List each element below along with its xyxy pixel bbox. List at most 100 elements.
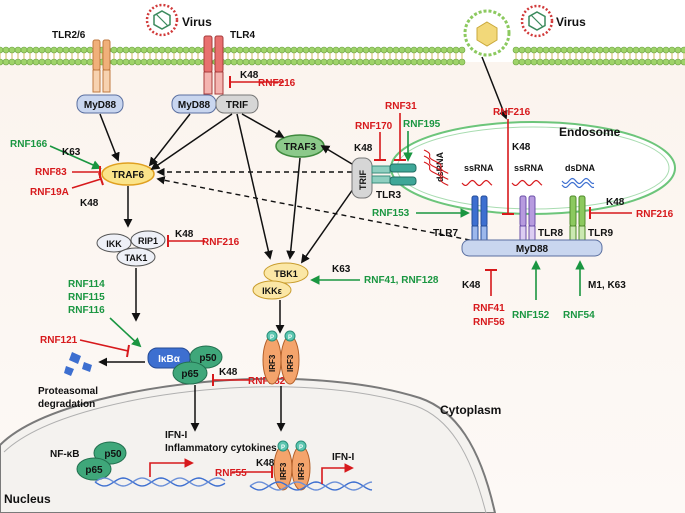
ssrna-label-a: ssRNA (464, 163, 494, 173)
myd88-endosome (461, 239, 603, 257)
nucleus-envelope (0, 377, 497, 513)
tlr26-receptor (92, 39, 111, 93)
dsdna-squiggle (561, 177, 595, 189)
ssrna-squiggle-a (461, 179, 493, 187)
ifn1-label-irf3: IFN-I (332, 452, 354, 463)
p50-node (189, 345, 223, 369)
cytoplasm-label: Cytoplasm (440, 403, 501, 417)
rip1-label: RIP1 (138, 236, 158, 246)
tlr7-label: TLR7 (433, 228, 458, 239)
tbk1-node (263, 262, 309, 284)
rnf19a: RNF19A (30, 187, 69, 198)
virus-right-label: Virus (556, 15, 586, 29)
inflammatory-cytokines-label: Inflammatory cytokines (165, 443, 277, 454)
rnf216-rip1: RNF216 (202, 237, 240, 248)
phospho-2: P (288, 335, 292, 341)
myd88-tlr4-label: MyD88 (178, 100, 211, 111)
trif-tlr4 (215, 94, 259, 114)
dsdna-label: dsDNA (565, 163, 596, 173)
rnf55: RNF55 (215, 468, 247, 479)
rnf31: RNF31 (385, 101, 417, 112)
nuclear-p65-node (76, 457, 112, 481)
rnf216-tlr4: RNF216 (258, 78, 296, 89)
rnf216-tlr9: RNF216 (636, 209, 674, 220)
k48-rip1: K48 (175, 229, 194, 240)
rnf114: RNF114 (68, 279, 105, 290)
ikba-label: IκBα (158, 354, 181, 365)
trif-tlr4-label: TRIF (226, 100, 248, 111)
p50-label: p50 (199, 353, 217, 364)
virus-left-label: Virus (182, 15, 212, 29)
trif-endosome-label: TRIF (358, 170, 368, 190)
ssrna-squiggle-b (511, 179, 543, 187)
rnf41-rnf128: RNF41, RNF128 (364, 275, 439, 286)
ssrna-label-b: ssRNA (514, 163, 544, 173)
myd88-endosome-label: MyD88 (516, 244, 549, 255)
traf3-label: TRAF3 (284, 142, 317, 153)
rnf216-endosome: RNF216 (493, 107, 531, 118)
k63-tbk1: K63 (332, 264, 351, 275)
proteasome-fragments-icon (64, 352, 92, 376)
myd88-tlr26-label: MyD88 (84, 100, 117, 111)
ikk-label: IKK (106, 239, 122, 249)
nuclear-p65-label: p65 (85, 465, 103, 476)
k48-tlr9: K48 (606, 197, 625, 208)
tlr9-label: TLR9 (588, 228, 613, 239)
ikke-node (252, 280, 292, 300)
endosome-label: Endosome (559, 125, 621, 139)
rnf54: RNF54 (563, 310, 595, 321)
m1-k63: M1, K63 (588, 280, 626, 291)
tlr9-receptor (569, 195, 586, 241)
nfkb-label: NF-κB (50, 449, 79, 460)
k48-trif-endosome: K48 (354, 143, 373, 154)
tak1-label: TAK1 (125, 253, 148, 263)
tlr8-receptor (519, 195, 536, 241)
dna-strand-irf3 (249, 481, 373, 491)
irf3-label-b: IRF3 (286, 354, 295, 372)
k48-traf6: K48 (80, 198, 99, 209)
tlr26-label: TLR2/6 (52, 30, 86, 41)
rnf182: RNF182 (248, 376, 286, 387)
dsrna-squiggle (423, 149, 449, 186)
tlr3-label: TLR3 (376, 190, 401, 201)
k48-irf3: K48 (256, 458, 275, 469)
phospho-1: P (270, 335, 274, 341)
rnf170: RNF170 (355, 121, 393, 132)
ikke-label: IKKε (262, 286, 282, 296)
nuclear-p50-label: p50 (104, 449, 122, 460)
irf3-dimer-nucleus (273, 440, 311, 491)
rnf121: RNF121 (40, 335, 78, 346)
tbk1-label: TBK1 (274, 269, 298, 279)
nuclear-p50-node (93, 441, 127, 465)
p65-node (172, 361, 208, 385)
rnf153: RNF153 (372, 208, 410, 219)
phospho-3: P (281, 445, 285, 451)
k48-tlr4: K48 (240, 70, 259, 81)
myd88-tlr26 (76, 94, 124, 114)
traf6-node (101, 162, 155, 186)
k48-myd88: K48 (462, 280, 481, 291)
phospho-4: P (299, 445, 303, 451)
nucleus-label: Nucleus (4, 492, 51, 506)
rnf115: RNF115 (68, 292, 105, 303)
virus-left-icon (145, 3, 179, 37)
rnf116: RNF116 (68, 305, 105, 316)
rnf166: RNF166 (10, 139, 48, 150)
tlr3-receptor (371, 163, 417, 186)
ikk-complex (96, 230, 166, 267)
ifn1-label-nfkb: IFN-I (165, 430, 187, 441)
irf3-label-c: IRF3 (279, 462, 288, 480)
degradation-label: degradation (38, 399, 95, 410)
rnf195: RNF195 (403, 119, 441, 130)
virus-right-icon (520, 4, 554, 38)
tlr4-receptor (203, 35, 224, 95)
dna-strand-nfkb (94, 477, 226, 487)
irf3-label-a: IRF3 (268, 354, 277, 372)
tlr4-label: TLR4 (230, 30, 255, 41)
traf6-label: TRAF6 (112, 170, 145, 181)
tlr8-label: TLR8 (538, 228, 563, 239)
rnf83: RNF83 (35, 167, 67, 178)
rnf152: RNF152 (512, 310, 550, 321)
